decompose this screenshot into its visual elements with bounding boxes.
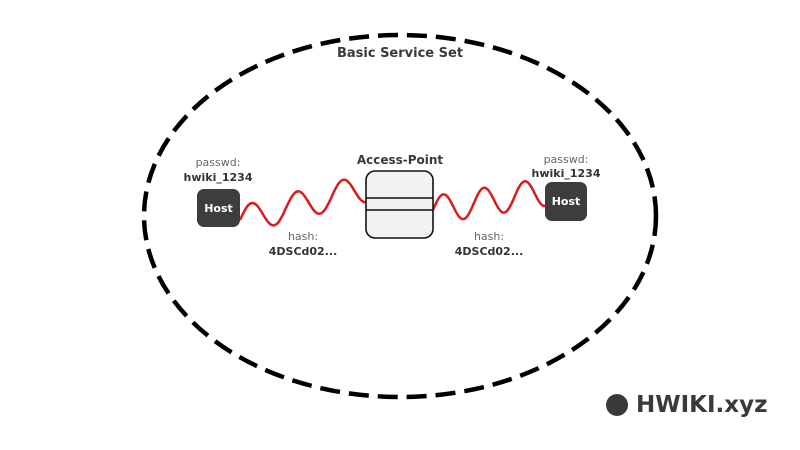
access-point-device [365, 170, 434, 239]
host-right-passwd-label: passwd: [543, 153, 589, 166]
host-left-passwd-label: passwd: [195, 156, 241, 169]
bss-boundary [141, 32, 659, 400]
bss-title: Basic Service Set [336, 46, 464, 61]
brand-text: HWIKI.xyz [636, 392, 768, 418]
wireless-link-left [238, 178, 367, 227]
link-left-hash-value: 4DSCd02... [268, 245, 338, 258]
link-left-hash-label: hash: [287, 230, 319, 243]
brand-logo: HWIKI.xyz [606, 392, 768, 418]
wireless-link-right [431, 179, 545, 221]
link-right-hash-label: hash: [473, 230, 505, 243]
circle-logo-icon [606, 394, 628, 416]
host-right-node[interactable]: Host [545, 182, 587, 221]
link-right-hash-value: 4DSCd02... [454, 245, 524, 258]
host-left-node[interactable]: Host [197, 189, 240, 227]
host-right-passwd-value: hwiki_1234 [531, 167, 601, 180]
access-point-label: Access-Point [356, 153, 444, 167]
host-left-passwd-value: hwiki_1234 [183, 171, 253, 184]
